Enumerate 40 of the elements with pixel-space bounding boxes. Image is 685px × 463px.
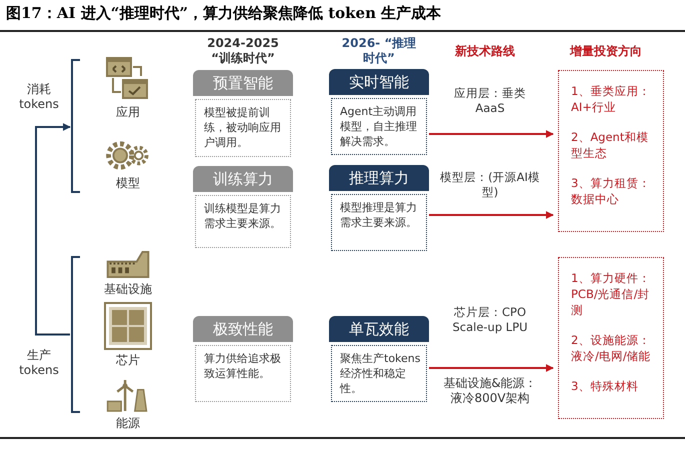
card-header: 单瓦效能: [329, 316, 429, 342]
card-header: 推理算力: [329, 165, 429, 191]
investment-item: 3、算力租赁：数据中心: [571, 175, 652, 207]
icon-label: 能源: [116, 415, 140, 432]
icon-label: 应用: [116, 104, 140, 121]
edge-label: 模型层：(开源AI模型): [440, 170, 540, 200]
icon-label: 模型: [116, 175, 140, 192]
arrow: [35, 123, 71, 336]
icon-label: 芯片: [116, 352, 140, 369]
arrow: [429, 211, 554, 219]
column-heading: 增量投资方向: [568, 44, 643, 59]
card-header: 极致性能: [193, 316, 293, 342]
investment-item: 2、设施能源：液冷/电网/储能: [571, 332, 652, 364]
arrow: [429, 130, 554, 138]
investment-item: 1、垂类应用：AI+行业: [571, 83, 652, 115]
bracket: [70, 256, 80, 413]
card-body: 模型推理是算力需求主要来源。: [331, 194, 427, 251]
card-body: Agent主动调用模型，自主推理解决需求。: [331, 98, 427, 155]
title: 图17：AI 进入“推理时代”，算力供给聚焦降低 token 生产成本: [6, 4, 442, 23]
card-header: 实时智能: [329, 69, 429, 95]
column-heading: 2024-2025 “训练时代”: [206, 36, 280, 66]
investment-item: 2、Agent和模型生态: [571, 129, 650, 161]
investment-box: [558, 70, 664, 232]
bracket: [70, 59, 80, 193]
bracket-label: 生产 tokens: [18, 348, 60, 378]
card-header: 训练算力: [193, 166, 293, 192]
card-body: 聚焦生产tokens经济性和稳定性。: [331, 345, 427, 402]
card-header: 预置智能: [193, 70, 293, 96]
card-body: 训练模型是算力需求主要来源。: [195, 195, 291, 248]
investment-box: [558, 257, 664, 419]
column-heading: 2026- “推理时代”: [340, 36, 418, 66]
note: 基础设施&能源：液冷800V架构: [442, 376, 538, 406]
column-heading: 新技术路线: [454, 44, 516, 59]
investment-item: 3、特殊材料: [571, 378, 640, 394]
investment-item: 1、算力硬件：PCB/光通信/封测: [571, 270, 652, 318]
card-body: 算力供给追求极致运算性能。: [195, 345, 291, 402]
bracket-label: 消耗 tokens: [18, 82, 60, 112]
arrow: [429, 364, 554, 372]
card-body: 模型被提前训练，被动响应用户调用。: [195, 99, 291, 157]
icon-label: 基础设施: [104, 281, 152, 298]
